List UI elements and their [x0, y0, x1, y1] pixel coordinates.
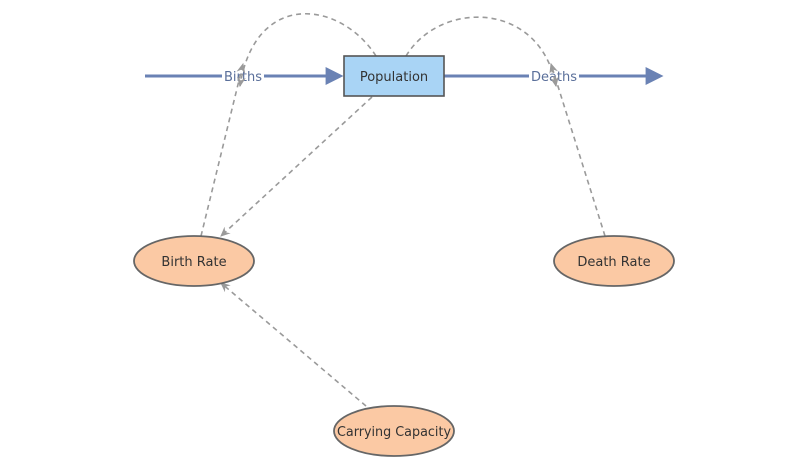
death-rate-variable[interactable]: Death Rate [553, 235, 675, 287]
births-flow-label: Births [224, 70, 262, 85]
birth-rate-variable[interactable]: Birth Rate [133, 235, 255, 287]
population-stock-box [343, 55, 445, 97]
link-carrying-capacity-to-birth-rate[interactable] [220, 282, 367, 407]
link-population-to-births[interactable] [236, 13, 377, 88]
link-birth-rate-to-births[interactable] [200, 62, 246, 237]
death-rate-ellipse [553, 235, 675, 287]
carrying-capacity-ellipse [333, 405, 455, 457]
births-label-bg [222, 67, 264, 85]
population-stock[interactable]: Population [343, 55, 445, 97]
death-rate-label: Death Rate [577, 255, 650, 270]
link-population-to-birth-rate[interactable] [220, 96, 373, 237]
carrying-capacity-variable[interactable]: Carrying Capacity [333, 405, 455, 457]
birth-rate-ellipse [133, 235, 255, 287]
population-stock-label: Population [360, 70, 428, 85]
deaths-label-bg [529, 67, 579, 85]
deaths-flow[interactable]: Deaths [444, 67, 664, 85]
birth-rate-label: Birth Rate [161, 255, 226, 270]
carrying-capacity-label: Carrying Capacity [337, 425, 451, 440]
link-death-rate-to-deaths[interactable] [549, 62, 606, 237]
